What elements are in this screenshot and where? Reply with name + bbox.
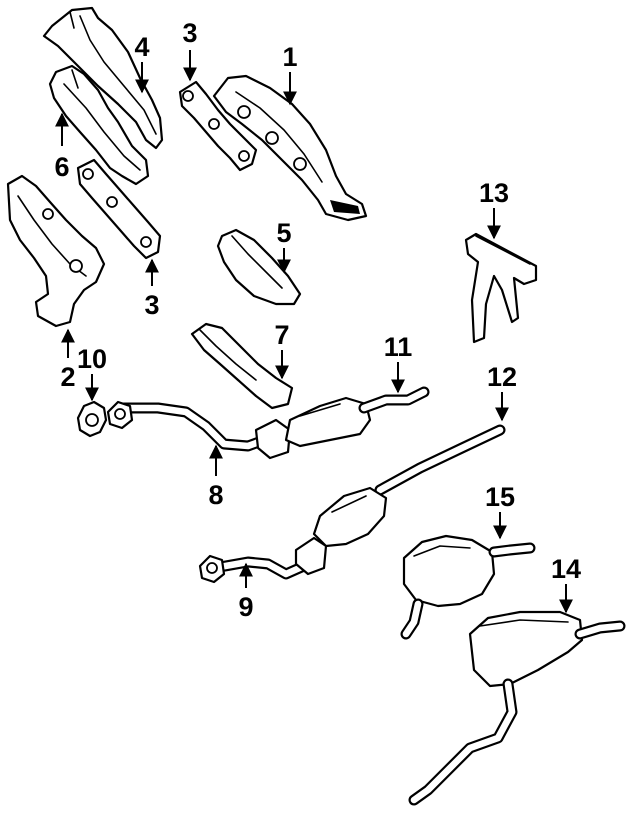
part-3-gasket-upper[interactable] bbox=[178, 80, 258, 172]
callout-1: 1 bbox=[282, 42, 297, 72]
callout-12: 12 bbox=[487, 362, 517, 392]
callout-4: 4 bbox=[134, 32, 149, 62]
part-15-muffler[interactable] bbox=[400, 534, 536, 640]
part-2-exhaust-manifold[interactable] bbox=[6, 174, 106, 328]
callout-2: 2 bbox=[60, 362, 75, 392]
part-14-muffler[interactable] bbox=[408, 610, 626, 806]
callout-3-upper: 3 bbox=[182, 18, 197, 48]
callout-14: 14 bbox=[551, 554, 581, 584]
callout-10: 10 bbox=[77, 344, 107, 374]
callout-15: 15 bbox=[485, 482, 515, 512]
callout-9: 9 bbox=[238, 592, 253, 622]
part-1-exhaust-manifold[interactable] bbox=[212, 74, 368, 222]
part-7-heat-shield[interactable] bbox=[190, 322, 294, 410]
callout-6: 6 bbox=[54, 152, 69, 182]
callout-3-lower: 3 bbox=[144, 290, 159, 320]
part-13-hanger-bracket[interactable] bbox=[464, 232, 538, 344]
part-4-heat-shield[interactable] bbox=[42, 6, 164, 150]
callout-8: 8 bbox=[208, 480, 223, 510]
part-8-front-pipe[interactable] bbox=[106, 386, 430, 460]
part-10-gasket[interactable] bbox=[76, 400, 108, 438]
part-12-intermediate-pipe[interactable] bbox=[374, 424, 506, 496]
callout-7: 7 bbox=[274, 320, 289, 350]
part-9-rear-pipe[interactable] bbox=[198, 486, 388, 584]
callout-11: 11 bbox=[384, 332, 413, 362]
part-3-gasket-lower[interactable] bbox=[76, 158, 162, 260]
part-5-heat-shield[interactable] bbox=[216, 228, 302, 306]
callout-5: 5 bbox=[276, 218, 291, 248]
callout-13: 13 bbox=[479, 178, 509, 208]
